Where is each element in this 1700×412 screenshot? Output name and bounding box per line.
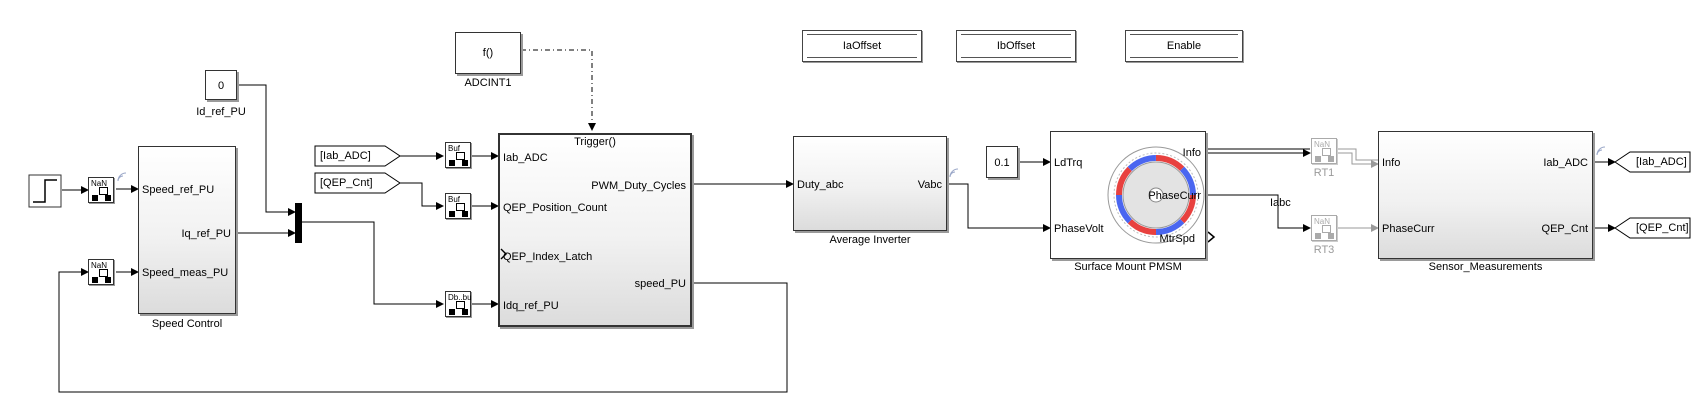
- rate-transition-rt1[interactable]: NaN: [1311, 138, 1337, 164]
- nan-converter-1-label: NaN: [91, 179, 108, 188]
- rt3-label: NaN: [1314, 217, 1331, 226]
- goto-tag-iab-label: [Iab_ADC]: [1636, 156, 1687, 168]
- from-tag-qep-label: [QEP_Cnt]: [320, 177, 373, 189]
- sensor-in1: Info: [1382, 157, 1401, 169]
- average-inverter-subsystem[interactable]: Duty_abc Vabc: [793, 136, 947, 231]
- controller-in2: QEP_Position_Count: [503, 202, 607, 214]
- rt3-name: RT3: [1313, 244, 1335, 256]
- pmsm-out2: PhaseCurr: [1148, 190, 1201, 202]
- speed-control-subsystem[interactable]: Speed_ref_PU Iq_ref_PU Speed_meas_PU: [138, 146, 236, 314]
- goto-tag-qep-label: [QEP_Cnt]: [1636, 222, 1689, 234]
- sensor-out2: QEP_Cnt: [1541, 223, 1588, 235]
- sensor-out1: Iab_ADC: [1543, 157, 1588, 169]
- buffer-2-label: Buf: [448, 195, 461, 204]
- adcint-block[interactable]: f(): [455, 32, 521, 74]
- goto-tag-iab[interactable]: [1614, 151, 1691, 173]
- controller-trigger: Trigger(): [574, 136, 616, 148]
- trigger-port-icon: [500, 248, 507, 260]
- controller-subsystem[interactable]: Trigger() Iab_ADC PWM_Duty_Cycles QEP_Po…: [498, 133, 692, 327]
- signal-iabc[interactable]: [1206, 194, 1311, 232]
- step-icon: [33, 179, 57, 203]
- signal-speed-feedback[interactable]: [58, 268, 788, 393]
- rt1-label: NaN: [1314, 140, 1331, 149]
- pmsm-out3: MtrSpd: [1159, 233, 1195, 245]
- buffer-1-label: Buf: [448, 144, 461, 153]
- nan-converter-2[interactable]: NaN: [88, 259, 114, 285]
- adcint-name: ADCINT1: [464, 77, 512, 89]
- from-tag-qep[interactable]: [314, 172, 401, 194]
- controller-out2: speed_PU: [634, 278, 686, 290]
- nan-converter-2-label: NaN: [91, 261, 108, 270]
- id-ref-constant[interactable]: 0: [205, 70, 237, 100]
- controller-in1: Iab_ADC: [503, 152, 548, 164]
- signal-id-ref[interactable]: [236, 84, 296, 216]
- mtrspd-port-icon: [1207, 231, 1216, 243]
- load-torque-value: 0.1: [994, 157, 1010, 169]
- inverter-in1: Duty_abc: [797, 179, 844, 191]
- controller-in3: QEP_Index_Latch: [503, 251, 593, 263]
- enable-label: Enable: [1166, 40, 1202, 52]
- inverter-name: Average Inverter: [829, 234, 911, 246]
- from-tag-iab-label: [Iab_ADC]: [320, 150, 371, 162]
- rt1-name: RT1: [1313, 167, 1335, 179]
- ia-offset-label: IaOffset: [842, 40, 882, 52]
- signal-idq[interactable]: [302, 221, 444, 308]
- speed-control-in1: Speed_ref_PU: [142, 184, 215, 196]
- pmsm-in2: PhaseVolt: [1054, 223, 1104, 235]
- from-tag-iab[interactable]: [314, 145, 401, 167]
- speed-control-out1: Iq_ref_PU: [181, 228, 231, 240]
- sensor-name: Sensor_Measurements: [1428, 261, 1543, 273]
- ia-offset-block[interactable]: IaOffset: [802, 30, 922, 62]
- pmsm-name: Surface Mount PMSM: [1074, 261, 1182, 273]
- double-buffer-label: Db..bu: [448, 293, 472, 302]
- controller-out1: PWM_Duty_Cycles: [591, 180, 686, 192]
- ib-offset-label: IbOffset: [996, 40, 1036, 52]
- pmsm-in1: LdTrq: [1054, 157, 1083, 169]
- rate-transition-rt3[interactable]: NaN: [1311, 215, 1337, 241]
- nan-converter-1[interactable]: NaN: [88, 177, 114, 203]
- pmsm-out1: Info: [1182, 147, 1201, 159]
- buffer-block-1[interactable]: Buf: [445, 142, 471, 168]
- id-ref-name: Id_ref_PU: [196, 106, 246, 118]
- sensor-measurements-subsystem[interactable]: Info PhaseCurr Iab_ADC QEP_Cnt: [1378, 131, 1593, 259]
- enable-block[interactable]: Enable: [1125, 30, 1243, 62]
- signal-vabc[interactable]: [947, 183, 1051, 232]
- signal-iabc-label: Iabc: [1270, 197, 1291, 209]
- controller-in4: Idq_ref_PU: [503, 300, 559, 312]
- id-ref-value: 0: [217, 80, 225, 92]
- ib-offset-block[interactable]: IbOffset: [956, 30, 1076, 62]
- goto-tag-qep[interactable]: [1614, 217, 1691, 239]
- signal-trigger[interactable]: [521, 49, 596, 131]
- speed-control-in2: Speed_meas_PU: [142, 267, 229, 279]
- pmsm-block[interactable]: LdTrq PhaseVolt Info PhaseCurr MtrSpd: [1050, 131, 1206, 259]
- buffer-block-2[interactable]: Buf: [445, 193, 471, 219]
- load-torque-constant[interactable]: 0.1: [986, 146, 1018, 178]
- sensor-in2: PhaseCurr: [1382, 223, 1435, 235]
- motor-graphic: [1107, 146, 1205, 244]
- inverter-out1: Vabc: [917, 179, 942, 191]
- adcint-function: f(): [482, 47, 494, 59]
- double-buffer-block[interactable]: Db..bu: [445, 291, 472, 317]
- mux-block[interactable]: [295, 203, 302, 243]
- speed-control-name: Speed Control: [151, 318, 223, 330]
- signal-from-qep[interactable]: [400, 182, 444, 210]
